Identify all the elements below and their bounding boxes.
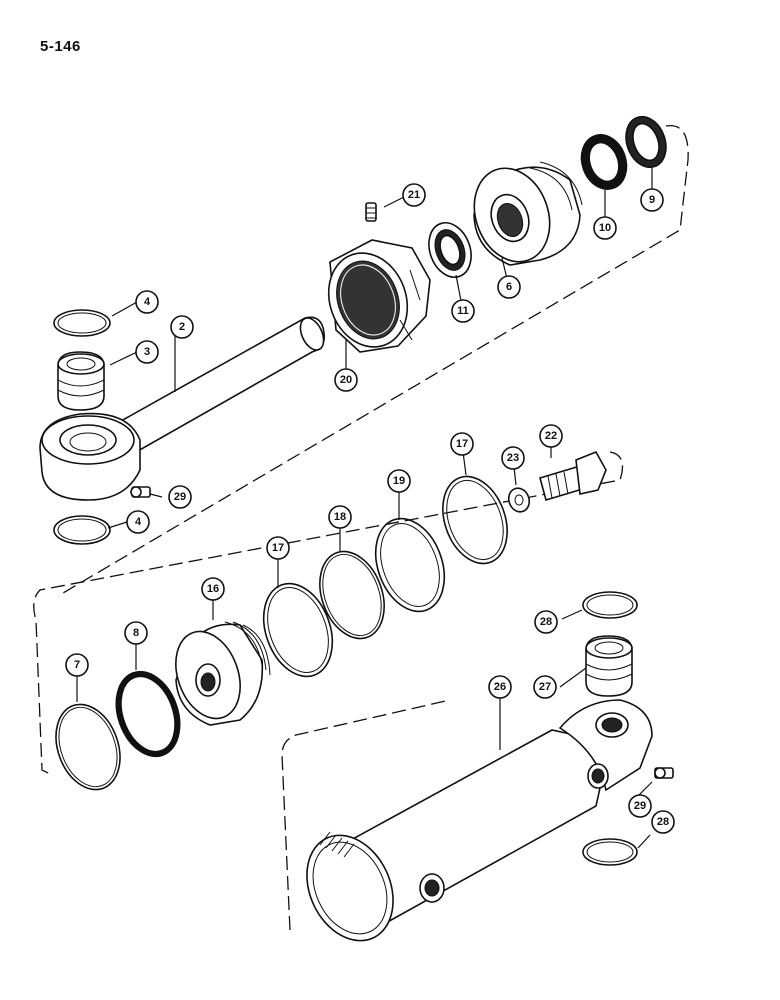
grease-fitting-upper — [130, 486, 151, 498]
wiper-seal — [625, 115, 667, 169]
washer — [507, 487, 531, 513]
grease-fitting-lower — [654, 767, 674, 779]
piston-seal-ring — [374, 517, 446, 613]
svg-text:17: 17 — [272, 542, 284, 554]
svg-text:2: 2 — [179, 321, 185, 333]
svg-text:3: 3 — [144, 346, 150, 358]
callout-4-upper: 4 — [135, 290, 159, 314]
o-ring — [115, 670, 181, 758]
svg-text:19: 19 — [393, 475, 405, 487]
svg-text:16: 16 — [207, 583, 219, 595]
callout-2: 2 — [170, 315, 194, 339]
backup-ring-lower — [55, 703, 121, 791]
snap-ring-upper — [53, 309, 111, 337]
callout-17-lower: 17 — [266, 536, 290, 560]
svg-text:21: 21 — [408, 189, 420, 201]
piston-rod — [39, 316, 326, 501]
svg-text:18: 18 — [334, 511, 346, 523]
svg-text:17: 17 — [456, 438, 468, 450]
assembly-line-upper — [57, 125, 689, 597]
svg-text:28: 28 — [540, 616, 552, 628]
snap-ring-barrel-upper — [582, 591, 638, 619]
snap-ring-lower — [53, 515, 111, 545]
callout-28-lower: 28 — [651, 810, 675, 834]
set-screw — [365, 202, 377, 222]
callout-19: 19 — [387, 469, 411, 493]
svg-text:4: 4 — [135, 516, 142, 528]
gland-nut — [327, 239, 431, 353]
backup-seal-ring — [319, 550, 385, 640]
svg-text:10: 10 — [599, 222, 611, 234]
svg-text:29: 29 — [634, 800, 646, 812]
callout-29-lower: 29 — [628, 794, 652, 818]
piston — [175, 621, 271, 726]
wear-ring-upper — [442, 475, 508, 565]
callout-4-lower: 4 — [126, 510, 150, 534]
svg-text:8: 8 — [133, 627, 139, 639]
callout-16: 16 — [201, 577, 225, 601]
svg-text:22: 22 — [545, 430, 557, 442]
callout-23: 23 — [501, 446, 525, 470]
assembly-line-lower — [281, 699, 451, 931]
svg-text:20: 20 — [340, 374, 352, 386]
callout-18: 18 — [328, 505, 352, 529]
callout-3: 3 — [135, 340, 159, 364]
callout-6: 6 — [497, 275, 521, 299]
callout-28-upper: 28 — [534, 610, 558, 634]
callout-22: 22 — [539, 424, 563, 448]
callout-17-upper: 17 — [450, 432, 474, 456]
gland — [473, 161, 583, 266]
callout-9: 9 — [640, 188, 664, 212]
assembly-line-middle — [33, 451, 624, 776]
bushing-rod-eye — [57, 351, 105, 411]
bushing-barrel — [585, 635, 633, 697]
svg-text:4: 4 — [144, 296, 151, 308]
callout-29-upper: 29 — [168, 485, 192, 509]
wear-ring-lower — [262, 582, 334, 678]
snap-ring-barrel-lower — [582, 838, 638, 866]
callout-20: 20 — [334, 368, 358, 392]
callout-11: 11 — [451, 299, 475, 323]
callout-7: 7 — [65, 653, 89, 677]
svg-text:29: 29 — [174, 491, 186, 503]
callout-10: 10 — [593, 216, 617, 240]
svg-text:23: 23 — [507, 452, 519, 464]
callout-26: 26 — [488, 675, 512, 699]
svg-text:7: 7 — [74, 659, 80, 671]
svg-text:11: 11 — [457, 305, 469, 317]
piston-bolt — [539, 450, 607, 502]
svg-text:6: 6 — [506, 281, 512, 293]
callout-21: 21 — [402, 183, 426, 207]
rod-seal — [428, 222, 472, 278]
svg-text:9: 9 — [649, 194, 655, 206]
backup-ring — [580, 134, 628, 190]
svg-text:28: 28 — [657, 816, 669, 828]
callout-8: 8 — [124, 621, 148, 645]
svg-text:27: 27 — [539, 681, 551, 693]
svg-text:26: 26 — [494, 681, 506, 693]
callout-27: 27 — [533, 675, 557, 699]
barrel — [306, 699, 653, 942]
page-number: 5-146 — [40, 38, 81, 55]
